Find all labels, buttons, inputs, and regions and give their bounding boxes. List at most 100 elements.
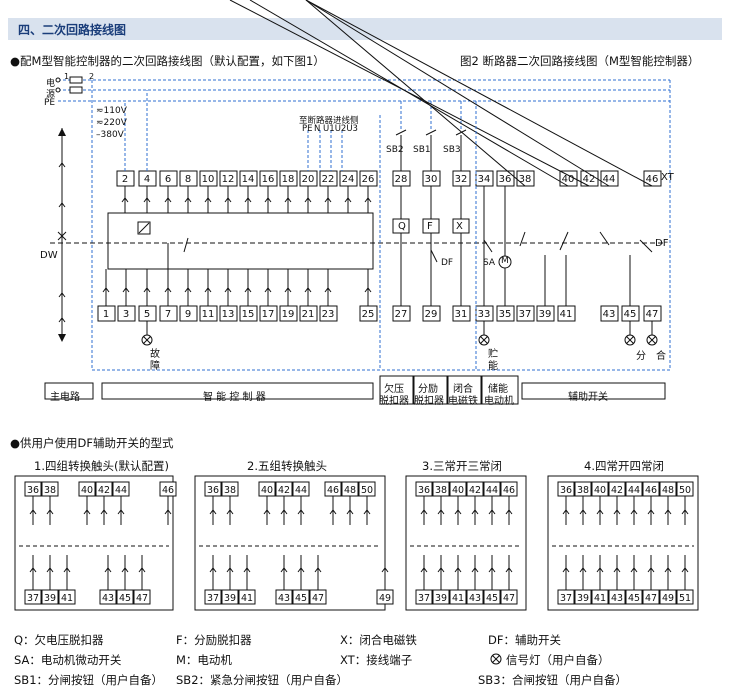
- box-close-2: 电磁铁: [448, 396, 478, 407]
- df-chevron: [596, 509, 604, 515]
- lamp-fault-label-2: 障: [150, 361, 160, 372]
- top-terminal-label-4: 4: [144, 174, 150, 185]
- bottom-terminal-label-15: 15: [242, 309, 255, 320]
- lamp-store-label-2: 能: [488, 361, 498, 372]
- df3-top-label-42: 42: [469, 485, 481, 496]
- legend-xt: XT：接线端子: [340, 653, 413, 667]
- df2-bottom-label-39: 39: [224, 593, 236, 604]
- df-panel-4: [547, 475, 699, 611]
- df-chevron: [471, 567, 479, 573]
- wire-arrow: [364, 287, 372, 293]
- df4-bottom-label-45: 45: [628, 593, 640, 604]
- df4-bottom-label-47: 47: [645, 593, 657, 604]
- df-types-title: ●供用户使用DF辅助开关的型式: [10, 436, 174, 450]
- bottom-terminal-label-23: 23: [322, 309, 335, 320]
- lamp-close-x: [648, 336, 656, 344]
- df-chevron: [488, 567, 496, 573]
- bottom-terminal-43: [600, 305, 619, 322]
- df-chevron: [579, 509, 587, 515]
- df-chevron: [63, 567, 71, 573]
- top-terminal-label-40: 40: [562, 174, 575, 185]
- voltage-110: ≂110V: [96, 106, 127, 116]
- df2-label: DF: [441, 258, 454, 268]
- wire-arrow: [164, 287, 172, 293]
- bottom-terminal-label-1: 1: [103, 309, 109, 320]
- df-chevron: [138, 567, 146, 573]
- lamp-close-label: 合: [656, 351, 666, 362]
- wire-arrow: [344, 197, 352, 203]
- incoming-labels-pe: PE: [302, 124, 313, 134]
- dw-arrow-down: [58, 334, 66, 342]
- df-chevron: [104, 567, 112, 573]
- df-chevron: [596, 567, 604, 573]
- incoming-labels-nu: N U1U2U3: [314, 124, 358, 134]
- df-chevron: [613, 509, 621, 515]
- df2-bottom-label-37: 37: [207, 593, 219, 604]
- df-chevron: [280, 567, 288, 573]
- df-chevron: [613, 567, 621, 573]
- df-chevron: [29, 509, 37, 515]
- df-chevron: [437, 567, 445, 573]
- box-aux: 辅助开关: [568, 392, 608, 403]
- df2-top-label-46: 46: [327, 485, 339, 496]
- df-chevron: [562, 567, 570, 573]
- df-chevron: [381, 567, 389, 573]
- top-terminal-label-8: 8: [185, 174, 191, 185]
- df1-bottom-label-43: 43: [102, 593, 114, 604]
- legend-q: Q：欠电压脱扣器: [14, 633, 104, 647]
- wire-arrow: [143, 287, 151, 293]
- df2-top-label-38: 38: [224, 485, 236, 496]
- box-close-1: 闭合: [453, 384, 473, 395]
- bottom-terminal-label-13: 13: [222, 309, 235, 320]
- df-chevron: [346, 509, 354, 515]
- df4-top-label-44: 44: [628, 485, 640, 496]
- xt-label: XT: [661, 172, 674, 183]
- top-terminal-label-10: 10: [202, 174, 215, 185]
- df2-bottom-label-43: 43: [278, 593, 290, 604]
- bottom-terminal-label-45: 45: [624, 309, 637, 320]
- box-close-frame: [447, 375, 482, 405]
- df4-top-label-48: 48: [662, 485, 674, 496]
- bottom-terminal-label-7: 7: [165, 309, 171, 320]
- df-chevron: [579, 567, 587, 573]
- df1-top-label-42: 42: [98, 485, 110, 496]
- df2-top-label-40: 40: [261, 485, 273, 496]
- top-terminal-42: [580, 170, 599, 187]
- dw-chevron: [58, 162, 66, 168]
- box-motor-2: 电动机: [484, 396, 514, 407]
- sa-contact: [483, 239, 493, 253]
- df2-top-label-48: 48: [344, 485, 356, 496]
- wire-arrow: [324, 197, 332, 203]
- box-main-circuit: 主电路: [50, 392, 80, 403]
- aux-contact: [519, 231, 526, 247]
- wire-arrow: [121, 197, 129, 203]
- df4-bottom-label-51: 51: [679, 593, 691, 604]
- dw-arrow-up: [58, 128, 66, 136]
- legend-df: DF：辅助开关: [488, 633, 561, 647]
- incoming-title: 至断路器进线侧: [299, 116, 359, 126]
- df1-top-label-38: 38: [44, 485, 56, 496]
- bottom-terminal-label-37: 37: [519, 309, 532, 320]
- df-type-2-title: 2.五组转换触头: [247, 459, 327, 473]
- df4-top-label-50: 50: [679, 485, 691, 496]
- sb2-button: [395, 129, 407, 136]
- top-terminal-label-36: 36: [499, 174, 512, 185]
- fuse-1-symbol: [69, 76, 83, 84]
- dw-chevron: [58, 317, 66, 323]
- df-chevron: [488, 509, 496, 515]
- section-header: 四、二次回路接线图: [8, 18, 722, 40]
- df4-bottom-label-39: 39: [577, 593, 589, 604]
- fuse-2-symbol: [69, 86, 83, 94]
- df1-top-label-36: 36: [27, 485, 39, 496]
- top-terminal-label-46: 46: [646, 174, 659, 185]
- df1-bottom-label-39: 39: [44, 593, 56, 604]
- top-terminal-label-16: 16: [262, 174, 275, 185]
- df4-bottom-label-43: 43: [611, 593, 623, 604]
- df-chevron: [263, 509, 271, 515]
- df2-bottom-label-49: 49: [379, 593, 391, 604]
- df-panel-1: [14, 475, 174, 611]
- df-chevron: [664, 509, 672, 515]
- legend-sb2: SB2：紧急分闸按钮（用户自备）: [176, 673, 349, 687]
- bottom-terminal-label-29: 29: [425, 309, 438, 320]
